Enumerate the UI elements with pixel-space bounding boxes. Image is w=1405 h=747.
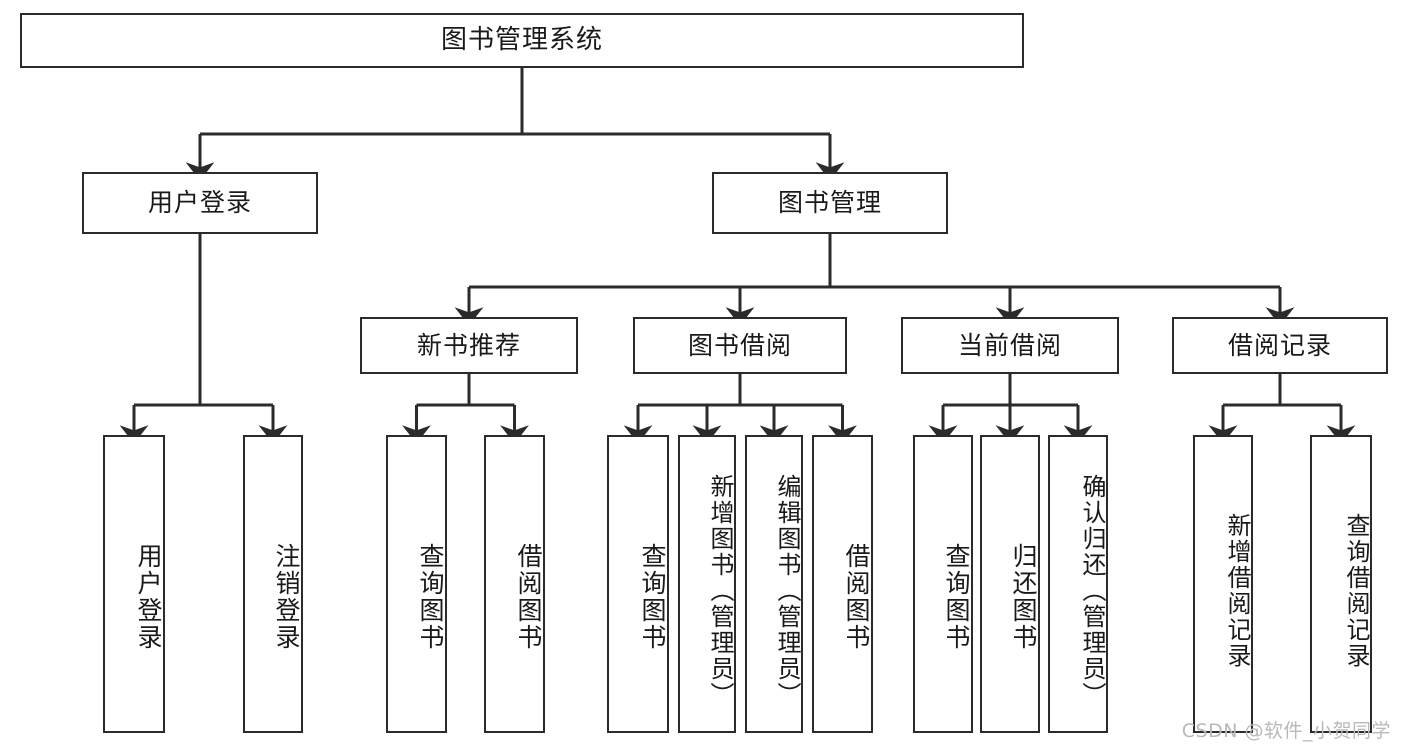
connector-bus-new-book-rec bbox=[416, 374, 515, 407]
leaf-confirm-return[interactable]: 确认归还（管理员） bbox=[1048, 435, 1108, 733]
leaf-query-book-1[interactable]: 查询图书 bbox=[386, 435, 447, 733]
leaf-user-login-leaf[interactable]: 用户登录 bbox=[103, 435, 165, 733]
node-new-book-rec[interactable]: 新书推荐 bbox=[360, 317, 578, 374]
leaf-borrow-book-2[interactable]: 借阅图书 bbox=[812, 435, 873, 733]
node-root[interactable]: 图书管理系统 bbox=[20, 13, 1024, 68]
leaf-return-book[interactable]: 归还图书 bbox=[980, 435, 1040, 733]
watermark: CSDN @软件_小贺同学 bbox=[1181, 720, 1391, 742]
connector-bus-borrow-record bbox=[1223, 374, 1341, 407]
connector-bus-book-manage bbox=[469, 234, 1280, 289]
connector-bus-user-login bbox=[134, 234, 273, 407]
leaf-query-book-3[interactable]: 查询图书 bbox=[913, 435, 973, 733]
connector-bus-root bbox=[200, 68, 830, 136]
leaf-add-book[interactable]: 新增图书（管理员） bbox=[678, 435, 736, 733]
leaf-query-book-2[interactable]: 查询图书 bbox=[607, 435, 669, 733]
leaf-query-record[interactable]: 查询借阅记录 bbox=[1310, 435, 1372, 733]
connector-bus-book-borrow bbox=[638, 374, 843, 407]
leaf-borrow-book-1[interactable]: 借阅图书 bbox=[484, 435, 545, 733]
leaf-edit-book[interactable]: 编辑图书（管理员） bbox=[745, 435, 803, 733]
leaf-logout-leaf[interactable]: 注销登录 bbox=[243, 435, 303, 733]
node-borrow-record[interactable]: 借阅记录 bbox=[1172, 317, 1388, 374]
connector-bus-current-borrow bbox=[943, 374, 1078, 407]
node-user-login[interactable]: 用户登录 bbox=[82, 172, 318, 234]
node-current-borrow[interactable]: 当前借阅 bbox=[901, 317, 1119, 374]
leaf-add-record[interactable]: 新增借阅记录 bbox=[1193, 435, 1253, 733]
node-book-borrow[interactable]: 图书借阅 bbox=[633, 317, 847, 374]
node-book-manage[interactable]: 图书管理 bbox=[712, 172, 948, 234]
